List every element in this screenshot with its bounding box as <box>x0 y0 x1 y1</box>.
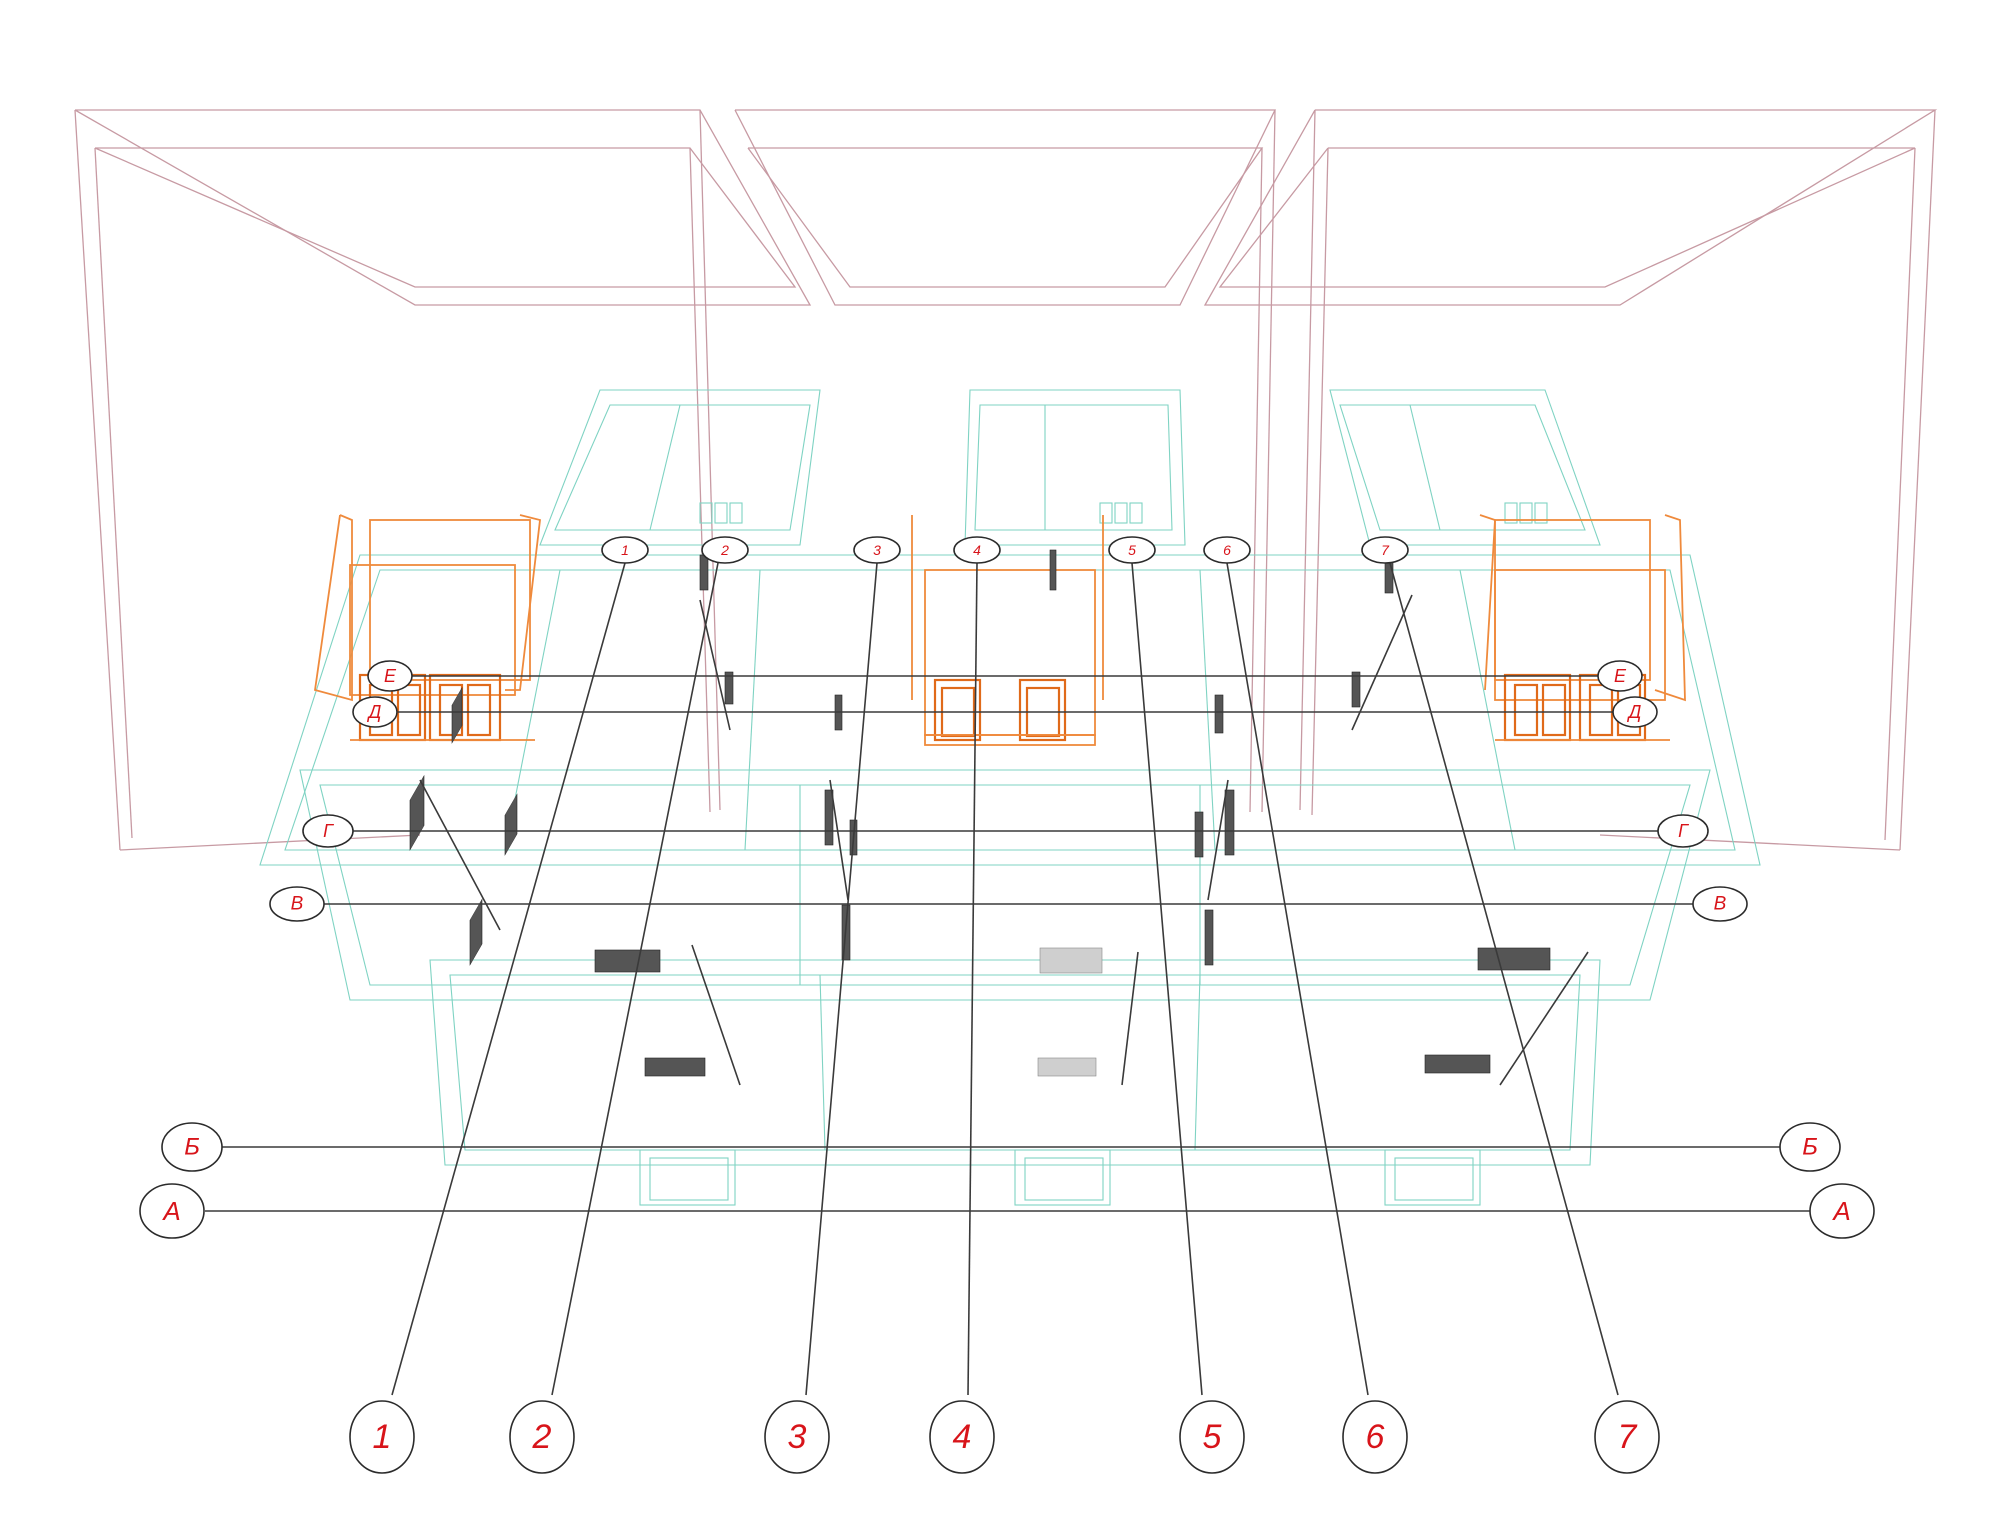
leader-col-5 <box>1131 562 1203 1396</box>
radiator <box>1424 1054 1491 1074</box>
grid-lines <box>205 675 1810 1212</box>
svg-text:Б: Б <box>1802 1134 1818 1161</box>
leader-col-7 <box>1389 562 1619 1396</box>
svg-text:Г: Г <box>1678 821 1689 841</box>
leader-col-1 <box>391 562 626 1396</box>
radiator <box>824 789 834 846</box>
row-bubble-d-right: Д <box>1612 696 1658 728</box>
row-bubble-e-left: Е <box>367 660 413 692</box>
svg-text:5: 5 <box>1128 542 1136 558</box>
row-bubble-g-left: Г <box>302 814 354 848</box>
svg-text:В: В <box>291 894 304 915</box>
svg-text:3: 3 <box>873 542 881 558</box>
leader-col-4 <box>967 562 978 1396</box>
column-bubble-bottom: 5 <box>1179 1400 1245 1474</box>
svg-text:2: 2 <box>532 1418 552 1456</box>
column-bubble-top: 4 <box>953 536 1001 564</box>
radiator <box>1039 947 1103 974</box>
column-bubble-bottom: 3 <box>764 1400 830 1474</box>
svg-text:4: 4 <box>973 542 981 558</box>
row-bubble-g-right: Г <box>1657 814 1709 848</box>
row-bubble-v-right: В <box>1692 886 1748 922</box>
svg-text:5: 5 <box>1203 1418 1222 1456</box>
radiator <box>1037 1057 1097 1077</box>
svg-text:6: 6 <box>1223 542 1231 558</box>
column-bubble-bottom: 7 <box>1594 1400 1660 1474</box>
column-bubble-top: 3 <box>853 536 901 564</box>
column-bubbles-bottom: 1 2 3 4 5 6 7 <box>349 1400 1660 1474</box>
svg-text:1: 1 <box>621 542 629 558</box>
row-bubble-v-left: В <box>269 886 325 922</box>
column-bubble-top: 1 <box>601 536 649 564</box>
wall-outlines <box>74 109 1938 851</box>
svg-text:3: 3 <box>788 1418 807 1456</box>
radiator <box>724 671 734 705</box>
svg-text:2: 2 <box>720 542 729 558</box>
leader-lines <box>391 562 1619 1396</box>
svg-text:7: 7 <box>1618 1418 1638 1456</box>
column-bubble-top: 2 <box>701 536 749 564</box>
row-bubble-a-left: А <box>139 1183 205 1239</box>
row-bubble-a-right: А <box>1809 1183 1875 1239</box>
radiator <box>699 554 709 591</box>
leader-col-2 <box>551 562 719 1396</box>
leader-col-6 <box>1226 562 1369 1396</box>
svg-text:Г: Г <box>323 821 334 841</box>
radiator <box>1214 694 1224 734</box>
svg-text:7: 7 <box>1381 542 1390 558</box>
column-bubble-top: 6 <box>1203 536 1251 564</box>
svg-text:А: А <box>161 1196 180 1226</box>
column-bubble-bottom: 1 <box>349 1400 415 1474</box>
radiator <box>451 686 463 744</box>
leader-col-3 <box>805 562 878 1396</box>
column-bubble-top: 7 <box>1361 536 1409 564</box>
row-bubble-d-left: Д <box>352 696 398 728</box>
row-bubbles: Е Е Д Д Г Г В В <box>139 660 1875 1239</box>
radiator <box>1049 549 1057 591</box>
row-bubble-e-right: Е <box>1597 660 1643 692</box>
radiator <box>409 774 425 851</box>
svg-text:Д: Д <box>367 702 382 722</box>
radiator <box>504 793 518 856</box>
column-bubble-bottom: 6 <box>1342 1400 1408 1474</box>
svg-text:Е: Е <box>1614 666 1627 686</box>
column-bubbles-top: 1 2 3 4 5 6 7 <box>601 536 1409 564</box>
radiator <box>644 1057 706 1077</box>
radiator <box>1204 909 1214 966</box>
column-bubble-bottom: 4 <box>929 1400 995 1474</box>
radiators <box>409 549 1551 1077</box>
svg-text:6: 6 <box>1366 1418 1385 1456</box>
svg-text:Б: Б <box>184 1134 200 1161</box>
column-bubble-bottom: 2 <box>509 1400 575 1474</box>
radiator <box>469 898 483 966</box>
svg-text:А: А <box>1831 1196 1850 1226</box>
svg-text:4: 4 <box>953 1418 972 1456</box>
radiator <box>1224 789 1235 856</box>
floor-plan-outlines <box>259 389 1761 1206</box>
row-bubble-b-left: Б <box>161 1122 223 1172</box>
column-bubble-top: 5 <box>1108 536 1156 564</box>
row-bubble-b-right: Б <box>1779 1122 1841 1172</box>
svg-text:1: 1 <box>373 1418 392 1456</box>
radiator <box>1194 811 1204 858</box>
radiator <box>1351 671 1361 708</box>
svg-text:Е: Е <box>384 666 397 686</box>
radiator <box>1477 947 1551 971</box>
svg-text:В: В <box>1714 894 1727 915</box>
svg-text:Д: Д <box>1627 702 1642 722</box>
radiator <box>594 949 661 973</box>
